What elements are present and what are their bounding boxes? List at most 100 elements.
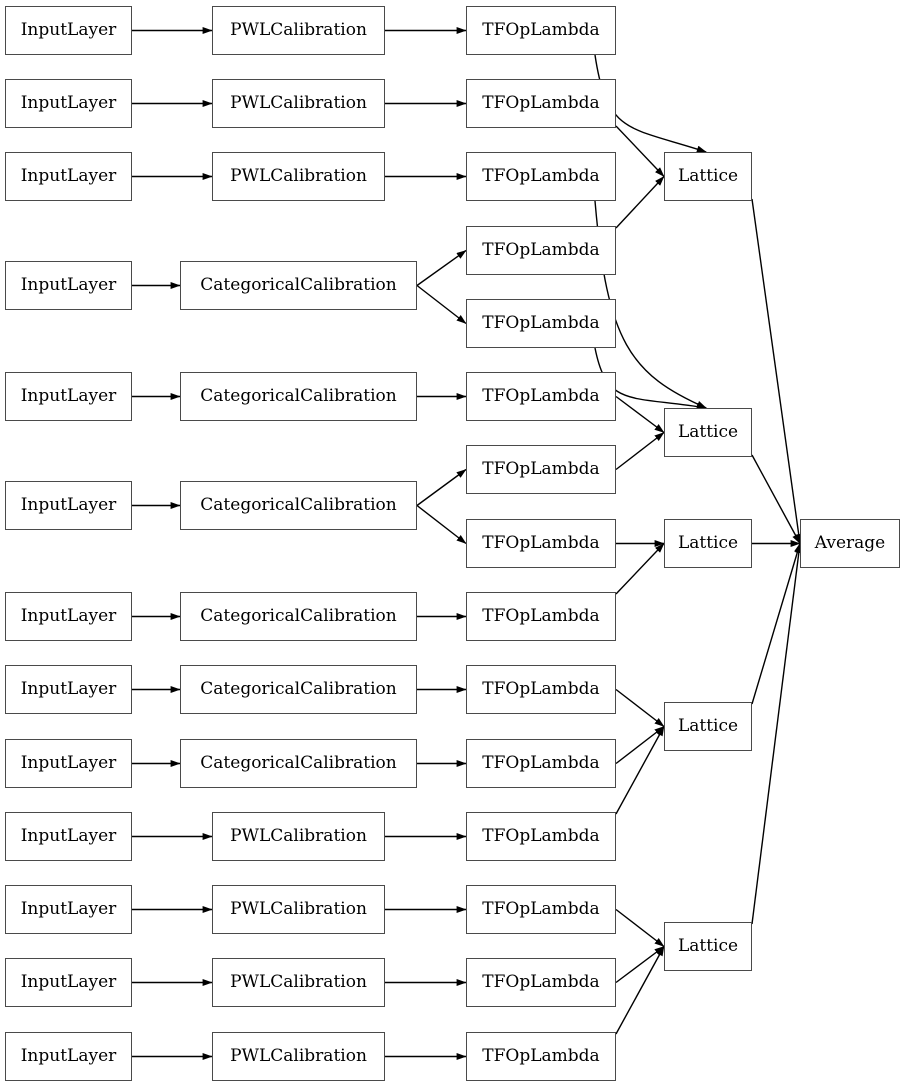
graph-edge-lam7-to-lat2 — [615, 431, 665, 471]
graph-node-label: InputLayer — [20, 753, 117, 773]
graph-node-in4[interactable]: InputLayer — [5, 261, 132, 310]
graph-node-lam2[interactable]: TFOpLambda — [466, 79, 616, 128]
graph-edge-lam2-to-lat1 — [615, 125, 665, 177]
graph-node-label: PWLCalibration — [230, 972, 367, 992]
graph-node-in8[interactable]: InputLayer — [5, 665, 132, 714]
graph-node-cal11[interactable]: PWLCalibration — [212, 885, 385, 934]
graph-node-label: InputLayer — [20, 386, 117, 406]
graph-node-cal8[interactable]: CategoricalCalibration — [180, 665, 417, 714]
graph-node-label: TFOpLambda — [482, 753, 600, 773]
graph-node-lam3[interactable]: TFOpLambda — [466, 152, 616, 201]
graph-node-cal5[interactable]: CategoricalCalibration — [180, 372, 417, 421]
graph-node-lam7[interactable]: TFOpLambda — [466, 445, 616, 494]
graph-node-cal10[interactable]: PWLCalibration — [212, 812, 385, 861]
graph-node-lat1[interactable]: Lattice — [664, 152, 752, 201]
graph-edge-lam13-to-lat5 — [615, 908, 665, 948]
graph-edge-lat1-to-avg — [751, 198, 803, 545]
graph-node-lat5[interactable]: Lattice — [664, 922, 752, 971]
graph-node-label: InputLayer — [20, 606, 117, 626]
graph-node-label: TFOpLambda — [482, 533, 600, 553]
graph-node-label: InputLayer — [20, 679, 117, 699]
graph-edge-lam10-to-lat4 — [615, 688, 665, 728]
graph-edge-cal6-to-lam8 — [416, 504, 467, 545]
graph-node-in6[interactable]: InputLayer — [5, 481, 132, 530]
graph-node-cal3[interactable]: PWLCalibration — [212, 152, 385, 201]
graph-node-cal7[interactable]: CategoricalCalibration — [180, 592, 417, 641]
graph-node-label: Average — [814, 533, 886, 553]
graph-node-cal9[interactable]: CategoricalCalibration — [180, 739, 417, 788]
graph-node-cal4[interactable]: CategoricalCalibration — [180, 261, 417, 310]
graph-node-lat2[interactable]: Lattice — [664, 408, 752, 457]
graph-node-avg[interactable]: Average — [800, 519, 900, 568]
graph-node-label: InputLayer — [20, 275, 117, 295]
graph-node-lam15[interactable]: TFOpLambda — [466, 1032, 616, 1081]
graph-edge-lam12-to-lat4 — [615, 725, 665, 815]
graph-node-label: TFOpLambda — [482, 972, 600, 992]
graph-node-label: PWLCalibration — [230, 1046, 367, 1066]
graph-node-lam12[interactable]: TFOpLambda — [466, 812, 616, 861]
graph-node-cal6[interactable]: CategoricalCalibration — [180, 481, 417, 530]
graph-node-label: Lattice — [677, 422, 739, 442]
graph-node-cal2[interactable]: PWLCalibration — [212, 79, 385, 128]
graph-node-in11[interactable]: InputLayer — [5, 885, 132, 934]
graph-node-in9[interactable]: InputLayer — [5, 739, 132, 788]
graph-node-lam6[interactable]: TFOpLambda — [466, 372, 616, 421]
graph-node-cal13[interactable]: PWLCalibration — [212, 1032, 385, 1081]
graph-node-lat4[interactable]: Lattice — [664, 702, 752, 751]
graph-node-label: Lattice — [677, 716, 739, 736]
graph-node-label: InputLayer — [20, 826, 117, 846]
graph-node-label: TFOpLambda — [482, 679, 600, 699]
graph-edge-lat5-to-avg — [751, 542, 803, 925]
graph-edge-lam14-to-lat5 — [615, 945, 665, 984]
graph-node-in13[interactable]: InputLayer — [5, 1032, 132, 1081]
graph-node-cal12[interactable]: PWLCalibration — [212, 958, 385, 1007]
graph-node-in1[interactable]: InputLayer — [5, 6, 132, 55]
graph-node-in12[interactable]: InputLayer — [5, 958, 132, 1007]
graph-node-lam10[interactable]: TFOpLambda — [466, 665, 616, 714]
graph-node-label: InputLayer — [20, 166, 117, 186]
graph-node-label: CategoricalCalibration — [200, 495, 397, 515]
graph-node-label: TFOpLambda — [482, 20, 600, 40]
graph-node-in2[interactable]: InputLayer — [5, 79, 132, 128]
graph-node-label: PWLCalibration — [230, 93, 367, 113]
graph-node-lam1[interactable]: TFOpLambda — [466, 6, 616, 55]
graph-edge-lam4-to-lat1 — [615, 176, 665, 229]
graph-node-label: TFOpLambda — [482, 240, 600, 260]
graph-node-label: TFOpLambda — [482, 313, 600, 333]
graph-node-label: InputLayer — [20, 20, 117, 40]
graph-node-in10[interactable]: InputLayer — [5, 812, 132, 861]
graph-node-label: TFOpLambda — [482, 606, 600, 626]
graph-node-label: TFOpLambda — [482, 1046, 600, 1066]
graph-node-label: InputLayer — [20, 495, 117, 515]
graph-node-label: CategoricalCalibration — [200, 275, 397, 295]
graph-node-in7[interactable]: InputLayer — [5, 592, 132, 641]
graph-node-label: InputLayer — [20, 972, 117, 992]
graph-node-label: InputLayer — [20, 899, 117, 919]
graph-node-lam14[interactable]: TFOpLambda — [466, 958, 616, 1007]
graph-node-label: Lattice — [677, 533, 739, 553]
graph-node-label: PWLCalibration — [230, 166, 367, 186]
graph-node-lam4[interactable]: TFOpLambda — [466, 226, 616, 275]
graph-node-cal1[interactable]: PWLCalibration — [212, 6, 385, 55]
graph-node-label: Lattice — [677, 936, 739, 956]
graph-node-in3[interactable]: InputLayer — [5, 152, 132, 201]
graph-node-lam9[interactable]: TFOpLambda — [466, 592, 616, 641]
graph-node-lam5[interactable]: TFOpLambda — [466, 299, 616, 348]
graph-node-lam11[interactable]: TFOpLambda — [466, 739, 616, 788]
graph-node-label: PWLCalibration — [230, 20, 367, 40]
graph-node-label: TFOpLambda — [482, 459, 600, 479]
graph-node-label: Lattice — [677, 166, 739, 186]
graph-edge-lam15-to-lat5 — [615, 945, 665, 1035]
graph-edge-cal4-to-lam4 — [416, 249, 467, 287]
graph-edge-lam11-to-lat4 — [615, 725, 665, 765]
graph-edge-lat2-to-avg — [751, 454, 801, 545]
graph-node-label: TFOpLambda — [482, 166, 600, 186]
graph-node-label: PWLCalibration — [230, 899, 367, 919]
graph-node-lat3[interactable]: Lattice — [664, 519, 752, 568]
graph-node-in5[interactable]: InputLayer — [5, 372, 132, 421]
graph-node-lam13[interactable]: TFOpLambda — [466, 885, 616, 934]
graph-node-label: TFOpLambda — [482, 826, 600, 846]
graph-node-lam8[interactable]: TFOpLambda — [466, 519, 616, 568]
